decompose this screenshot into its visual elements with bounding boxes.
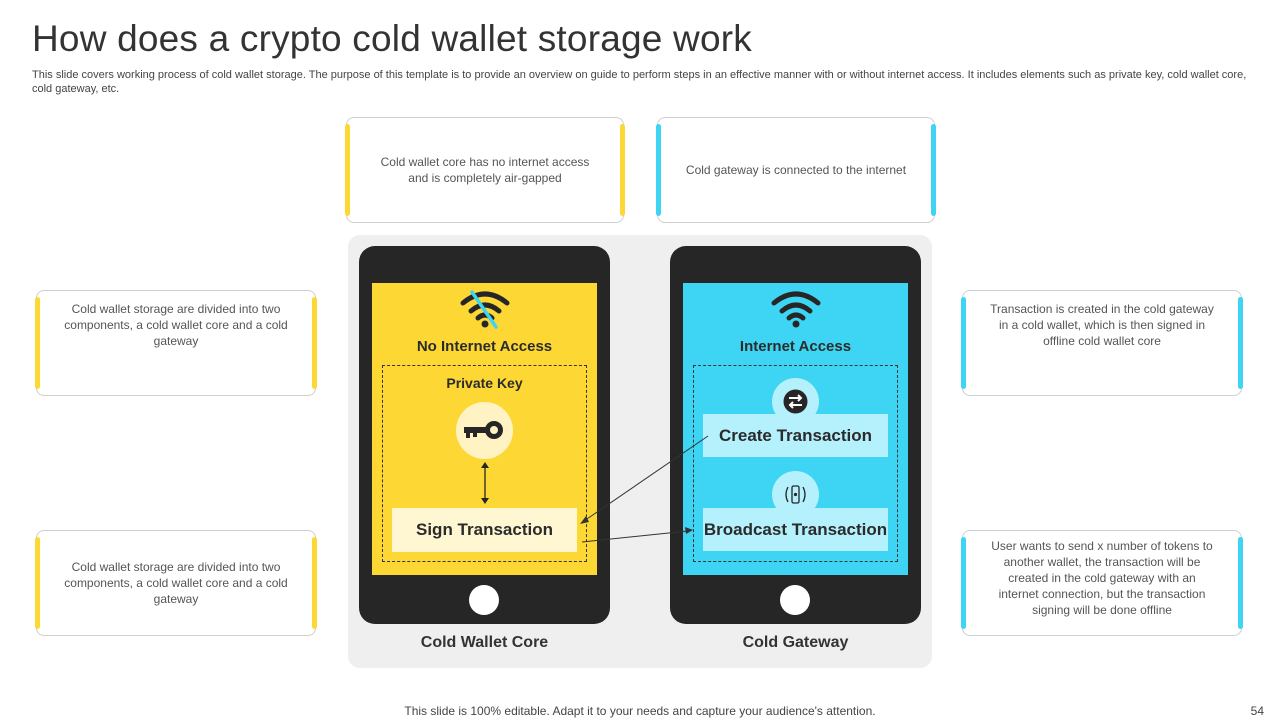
note-text: Cold wallet storage are divided into two… [64, 302, 288, 348]
sign-transaction-box: Sign Transaction [392, 508, 577, 552]
accent-bar [1238, 297, 1243, 389]
double-arrow-icon [481, 462, 489, 504]
no-wifi-icon [460, 290, 509, 329]
private-key-label: Private Key [446, 375, 523, 391]
accent-bar [312, 297, 317, 389]
broadcast-icon [785, 485, 806, 504]
cold-gateway-label: Cold Gateway [742, 634, 849, 651]
cold-core-screen: No Internet Access Private Key Sign Tran… [372, 283, 597, 575]
exchange-icon [783, 389, 808, 414]
accent-bar [931, 124, 936, 216]
note-left-top: Cold wallet storage are divided into two… [35, 290, 317, 396]
internet-access-label: Internet Access [739, 338, 852, 355]
accent-bar [35, 297, 40, 389]
broadcast-transaction-box: Broadcast Transaction [703, 508, 888, 551]
accent-bar [620, 124, 625, 216]
page-number: 54 [1250, 704, 1264, 718]
accent-bar [345, 124, 350, 216]
note-right-bottom: User wants to send x number of tokens to… [961, 530, 1243, 636]
footer-text: This slide is 100% editable. Adapt it to… [404, 704, 876, 718]
note-cold-core: Cold wallet core has no internet access … [345, 117, 625, 223]
cold-gateway-device: Internet Access Create Transaction Broad… [670, 246, 921, 624]
note-text: Cold wallet core has no internet access … [380, 155, 590, 185]
key-icon-circle [456, 402, 513, 459]
note-text: Transaction is created in the cold gatew… [990, 302, 1214, 348]
cold-gateway-screen: Internet Access Create Transaction Broad… [683, 283, 908, 575]
cold-wallet-core-label: Cold Wallet Core [420, 634, 549, 651]
key-icon [464, 421, 503, 439]
slide-subtitle: This slide covers working process of col… [32, 69, 1247, 95]
accent-bar [961, 537, 966, 629]
arrow-create-to-sign [583, 435, 709, 522]
cold-wallet-core-device: No Internet Access Private Key Sign Tran… [359, 246, 610, 624]
accent-bar [312, 537, 317, 629]
accent-bar [35, 537, 40, 629]
home-button [469, 585, 499, 615]
home-button [780, 585, 810, 615]
accent-bar [1238, 537, 1243, 629]
note-text: User wants to send x number of tokens to… [991, 539, 1213, 617]
note-text: Cold gateway is connected to the interne… [685, 163, 907, 177]
note-text: Cold wallet storage are divided into two… [64, 560, 288, 606]
accent-bar [656, 124, 661, 216]
note-cold-gateway: Cold gateway is connected to the interne… [656, 117, 936, 223]
wifi-icon [771, 291, 820, 328]
private-key-zone [382, 365, 587, 562]
arrowhead [580, 516, 589, 524]
accent-bar [961, 297, 966, 389]
note-right-top: Transaction is created in the cold gatew… [961, 290, 1243, 396]
note-left-bottom: Cold wallet storage are divided into two… [35, 530, 317, 636]
arrow-sign-to-broadcast [581, 530, 689, 543]
arrowhead [685, 527, 693, 534]
create-transaction-box: Create Transaction [703, 414, 888, 457]
no-internet-label: No Internet Access [416, 338, 553, 355]
transaction-zone [693, 365, 898, 562]
slide-title: How does a crypto cold wallet storage wo… [32, 18, 752, 59]
